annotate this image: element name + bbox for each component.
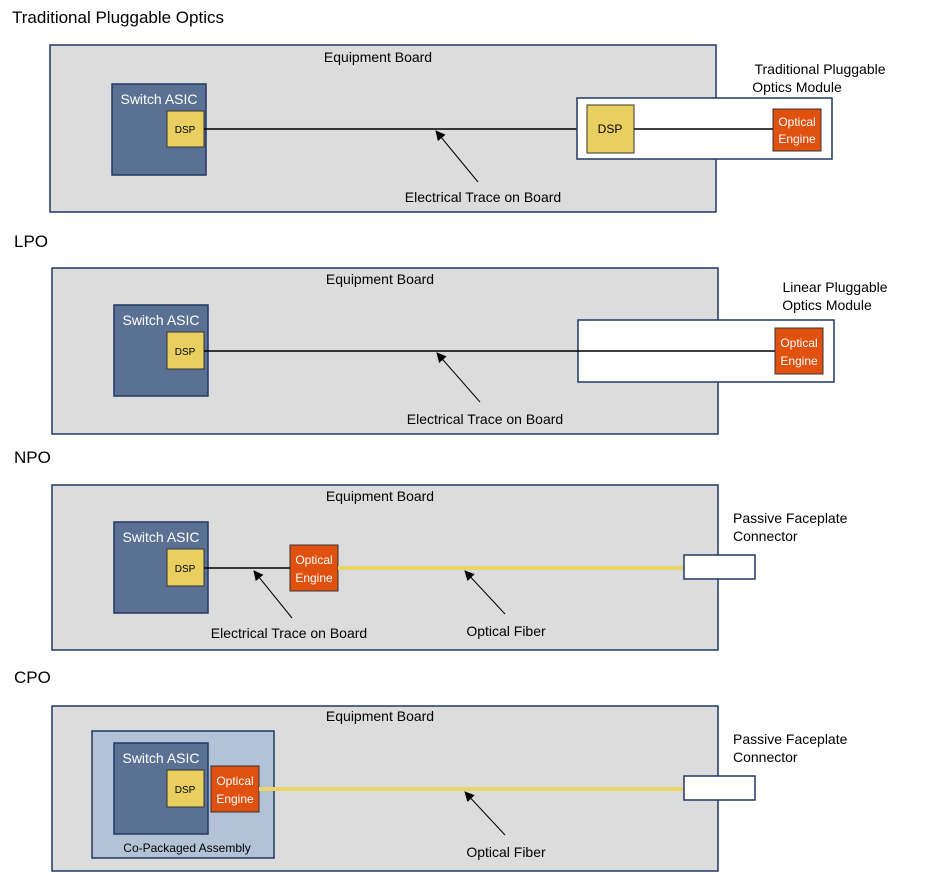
optical-engine-line2: Engine <box>295 571 333 585</box>
section-title-cpo: CPO <box>14 668 51 687</box>
trace-label: Electrical Trace on Board <box>211 625 367 641</box>
switch-asic-label: Switch ASIC <box>122 312 199 328</box>
section-traditional: Traditional Pluggable Optics Equipment B… <box>12 8 886 213</box>
section-lpo: LPO Equipment Board Switch ASIC DSP Line… <box>14 232 888 435</box>
optical-engine-line2: Engine <box>780 354 818 368</box>
optical-engine-line2: Engine <box>778 132 816 146</box>
dsp-label: DSP <box>175 564 196 575</box>
connector-label-line1: Passive Faceplate <box>733 731 848 747</box>
dsp-chip <box>166 110 205 148</box>
optical-engine <box>774 327 824 375</box>
faceplate-connector <box>683 554 756 580</box>
dsp-label: DSP <box>175 125 196 136</box>
faceplate-connector <box>683 775 756 801</box>
section-cpo: CPO Equipment Board Co-Packaged Assembly… <box>14 668 848 872</box>
dsp-label: DSP <box>175 785 196 796</box>
optical-engine-line1: Optical <box>778 115 815 129</box>
trace-pointer-arrow <box>435 130 479 183</box>
section-npo: NPO Equipment Board Switch ASIC DSP Opti… <box>14 448 848 651</box>
trace-pointer-arrow <box>253 570 293 619</box>
dsp-chip <box>166 769 205 808</box>
fiber-label: Optical Fiber <box>466 623 546 639</box>
optical-engine-line2: Engine <box>216 792 254 806</box>
fiber-pointer-arrow <box>464 570 506 615</box>
optical-engine <box>772 108 822 152</box>
section-title-lpo: LPO <box>14 232 48 251</box>
co-packaged-assembly-label: Co-Packaged Assembly <box>123 841 250 855</box>
connector-label-line1: Passive Faceplate <box>733 510 848 526</box>
dsp-chip <box>166 331 205 370</box>
connector-label-line2: Connector <box>733 749 798 765</box>
module-label-line1: Linear Pluggable <box>782 279 887 295</box>
equipment-board-label: Equipment Board <box>326 488 434 504</box>
equipment-board-label: Equipment Board <box>326 708 434 724</box>
dsp-label: DSP <box>175 347 196 358</box>
fiber-label: Optical Fiber <box>466 844 546 860</box>
switch-asic-label: Switch ASIC <box>122 529 199 545</box>
optical-engine-line1: Optical <box>780 336 817 350</box>
trace-pointer-arrow <box>436 352 481 403</box>
section-title-traditional: Traditional Pluggable Optics <box>12 8 224 27</box>
optical-engine-line1: Optical <box>216 774 253 788</box>
equipment-board-label: Equipment Board <box>326 271 434 287</box>
module-label-line2: Optics Module <box>782 297 872 313</box>
module-label-line2: Optics Module <box>752 79 842 95</box>
equipment-board-label: Equipment Board <box>324 49 432 65</box>
trace-label: Electrical Trace on Board <box>407 411 563 427</box>
module-dsp-label: DSP <box>598 122 623 136</box>
section-title-npo: NPO <box>14 448 51 467</box>
module-label-line1: Traditional Pluggable <box>754 61 885 77</box>
optical-engine-line1: Optical <box>295 553 332 567</box>
switch-asic-label: Switch ASIC <box>122 750 199 766</box>
fiber-pointer-arrow <box>464 791 506 836</box>
connector-label-line2: Connector <box>733 528 798 544</box>
trace-label: Electrical Trace on Board <box>405 189 561 205</box>
switch-asic-label: Switch ASIC <box>120 91 197 107</box>
